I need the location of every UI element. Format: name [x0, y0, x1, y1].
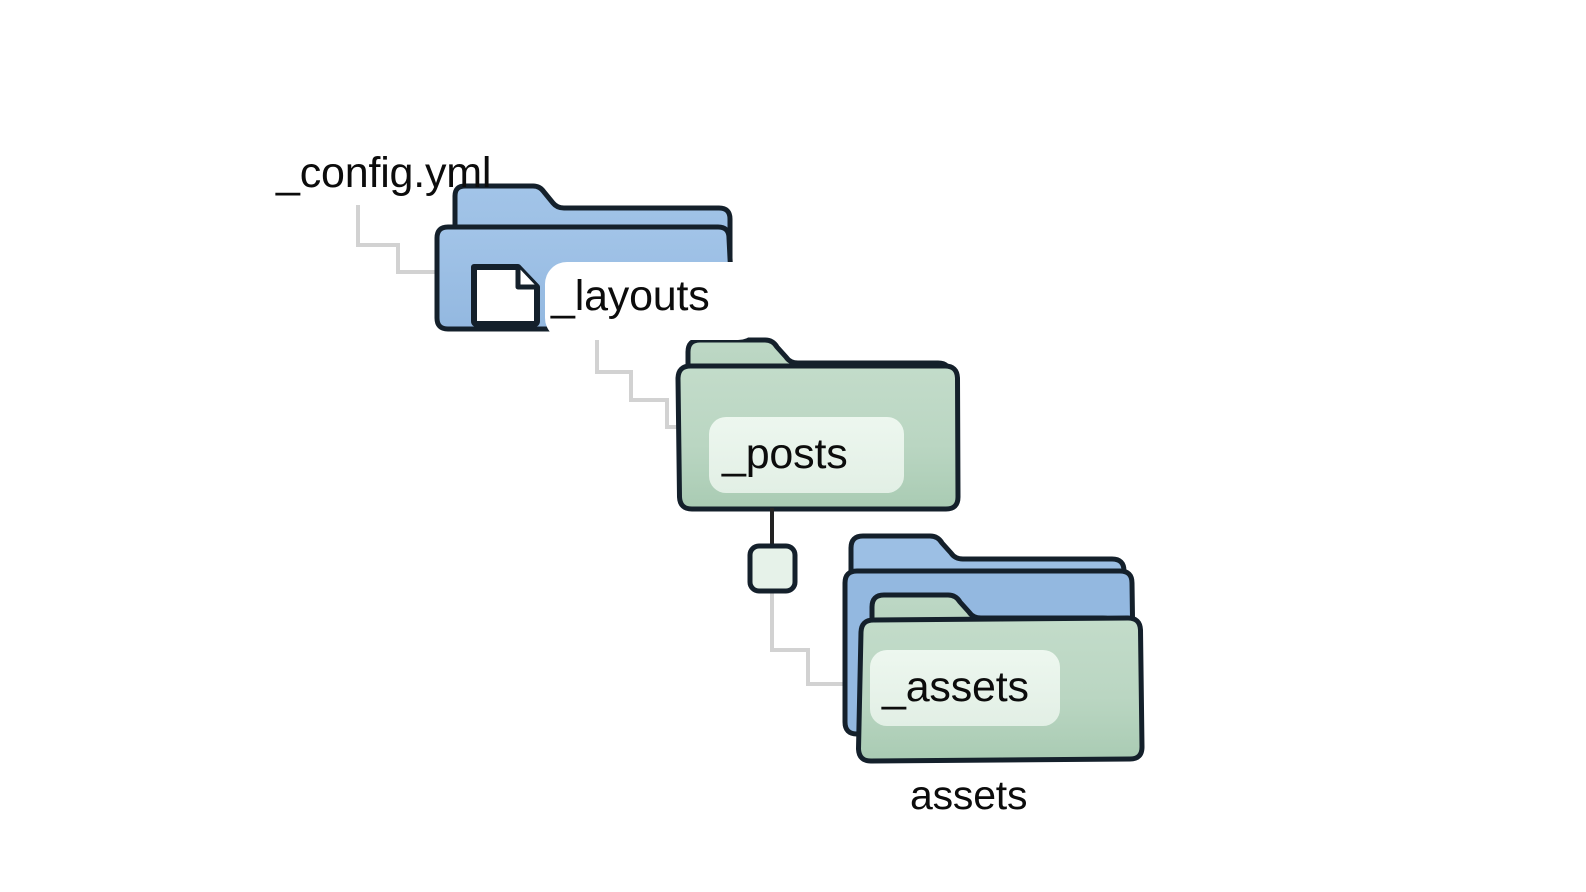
label-config-yml: _config.yml [276, 149, 492, 197]
edge-junction-to-assets [770, 592, 880, 686]
posts-label-badge [709, 417, 904, 493]
folder-assets[interactable] [842, 533, 1145, 764]
caption-assets: assets [910, 772, 1028, 818]
label-assets: _assets [882, 663, 1029, 711]
square-node-icon[interactable] [747, 543, 798, 594]
label-posts: _posts [722, 430, 848, 478]
layouts-label-badge [545, 262, 760, 340]
label-layouts: _layouts [551, 272, 710, 320]
edge-layouts-to-posts [595, 337, 700, 429]
document-icon[interactable] [471, 264, 540, 327]
assets-label-badge [870, 650, 1060, 726]
